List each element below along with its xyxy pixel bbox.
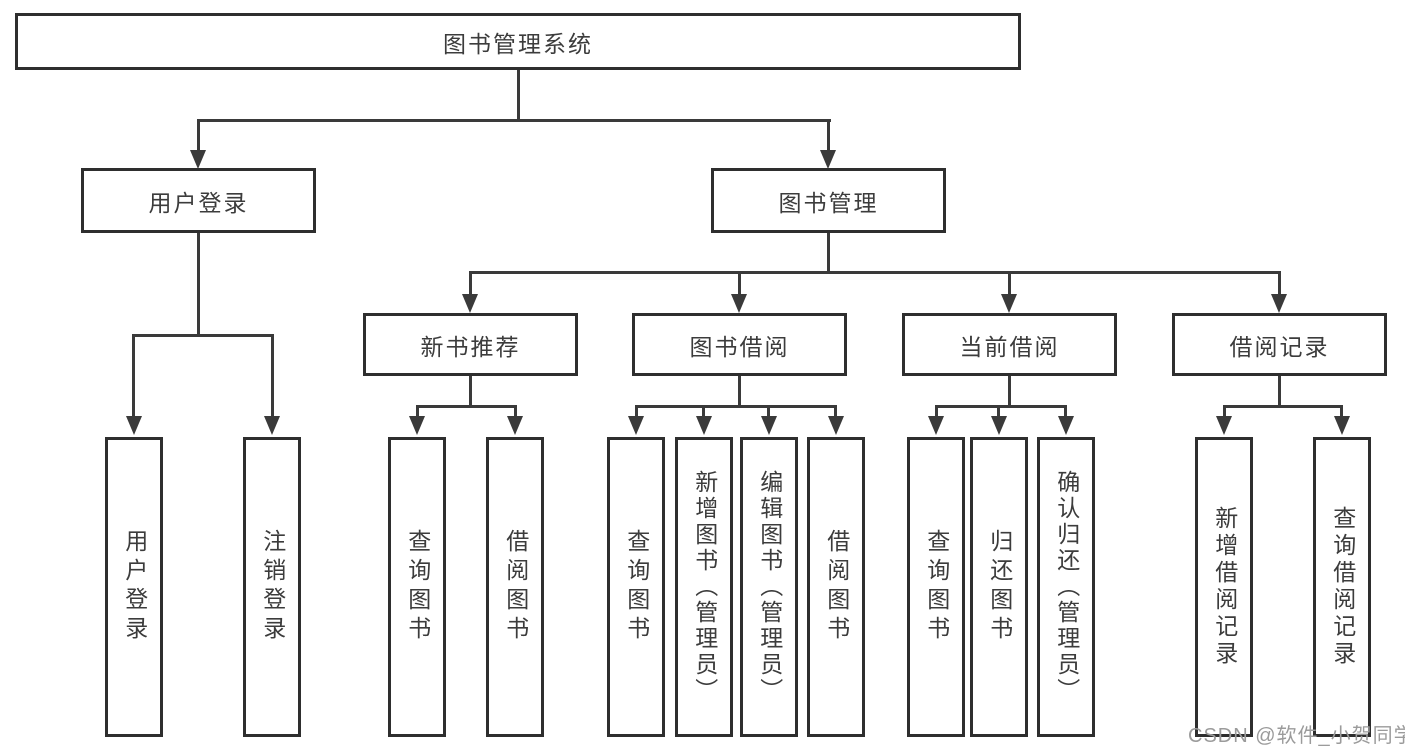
leaf-borrow-book-recommend: 借阅图书 bbox=[486, 437, 544, 737]
arrowhead-leaf-logout bbox=[264, 416, 280, 435]
connector-bookborrow-rail bbox=[635, 405, 837, 408]
arrowhead-addbook bbox=[696, 416, 712, 435]
connector-newbook-rail bbox=[416, 405, 517, 408]
connector-drop-confirmreturn bbox=[1064, 405, 1067, 419]
node-book-borrow: 图书借阅 bbox=[632, 313, 847, 376]
connector-borrowrecords-rail bbox=[1223, 405, 1343, 408]
leaf-add-borrow-record: 新增借阅记录 bbox=[1195, 437, 1253, 737]
arrowhead-newbook bbox=[462, 294, 478, 313]
node-borrow-records: 借阅记录 bbox=[1172, 313, 1387, 376]
leaf-logout: 注销登录 bbox=[243, 437, 301, 737]
arrowhead-borrow2 bbox=[828, 416, 844, 435]
arrowhead-borrowrecords bbox=[1271, 294, 1287, 313]
node-book-management: 图书管理 bbox=[711, 168, 946, 233]
connector-bookmgmt-rail bbox=[469, 271, 1280, 274]
connector-drop-borrowrecords bbox=[1278, 271, 1281, 297]
node-user-login: 用户登录 bbox=[81, 168, 316, 233]
connector-drop-bookborrow bbox=[738, 271, 741, 297]
leaf-add-book-admin: 新增图书（管理员） bbox=[675, 437, 733, 737]
arrowhead-query2 bbox=[628, 416, 644, 435]
connector-drop-user-login bbox=[197, 119, 200, 153]
arrowhead-user-login bbox=[190, 150, 206, 169]
arrowhead-editbook bbox=[761, 416, 777, 435]
leaf-borrow-book: 借阅图书 bbox=[807, 437, 865, 737]
connector-root-stem bbox=[517, 70, 520, 122]
arrowhead-leaf-userlogin bbox=[126, 416, 142, 435]
node-current-borrow: 当前借阅 bbox=[902, 313, 1117, 376]
arrowhead-queryrecord bbox=[1334, 416, 1350, 435]
arrowhead-return bbox=[991, 416, 1007, 435]
connector-userlogin-rail bbox=[132, 334, 274, 337]
arrowhead-currentborrow bbox=[1001, 294, 1017, 313]
arrowhead-addrecord bbox=[1216, 416, 1232, 435]
leaf-edit-book-admin: 编辑图书（管理员） bbox=[740, 437, 798, 737]
connector-bookborrow-stem bbox=[738, 376, 741, 408]
connector-bookmgmt-stem bbox=[827, 233, 830, 274]
connector-drop-newbook bbox=[469, 271, 472, 297]
connector-drop-addbook bbox=[702, 405, 705, 419]
connector-currentborrow-rail bbox=[935, 405, 1067, 408]
arrowhead-book-mgmt bbox=[820, 150, 836, 169]
connector-drop-query2 bbox=[635, 405, 638, 419]
connector-drop-query1 bbox=[416, 405, 419, 419]
connector-root-rail bbox=[197, 119, 831, 122]
leaf-return-book: 归还图书 bbox=[970, 437, 1028, 737]
leaf-query-book-borrow: 查询图书 bbox=[607, 437, 665, 737]
leaf-confirm-return-admin: 确认归还（管理员） bbox=[1037, 437, 1095, 737]
arrowhead-borrow1 bbox=[507, 416, 523, 435]
connector-drop-borrow1 bbox=[514, 405, 517, 419]
connector-currentborrow-stem bbox=[1008, 376, 1011, 408]
connector-userlogin-stem bbox=[197, 233, 200, 337]
node-new-book-recommend: 新书推荐 bbox=[363, 313, 578, 376]
leaf-user-login: 用户登录 bbox=[105, 437, 163, 737]
leaf-query-borrow-record: 查询借阅记录 bbox=[1313, 437, 1371, 737]
connector-drop-query3 bbox=[935, 405, 938, 419]
connector-drop-addrecord bbox=[1223, 405, 1226, 419]
connector-drop-return bbox=[997, 405, 1000, 419]
connector-newbook-stem bbox=[469, 376, 472, 408]
connector-drop-queryrecord bbox=[1340, 405, 1343, 419]
csdn-watermark: CSDN @软件_小贺同学 bbox=[1188, 725, 1405, 747]
arrowhead-query3 bbox=[928, 416, 944, 435]
connector-borrowrecords-stem bbox=[1278, 376, 1281, 408]
connector-drop-borrow2 bbox=[834, 405, 837, 419]
connector-drop-leaf-userlogin bbox=[132, 334, 135, 418]
leaf-query-book-current: 查询图书 bbox=[907, 437, 965, 737]
connector-drop-leaf-logout bbox=[271, 334, 274, 418]
connector-drop-editbook bbox=[767, 405, 770, 419]
connector-drop-currentborrow bbox=[1008, 271, 1011, 297]
arrowhead-confirmreturn bbox=[1058, 416, 1074, 435]
connector-drop-book-mgmt bbox=[827, 119, 830, 153]
arrowhead-query1 bbox=[409, 416, 425, 435]
leaf-query-book-recommend: 查询图书 bbox=[388, 437, 446, 737]
arrowhead-bookborrow bbox=[731, 294, 747, 313]
node-root-library-system: 图书管理系统 bbox=[15, 13, 1021, 70]
